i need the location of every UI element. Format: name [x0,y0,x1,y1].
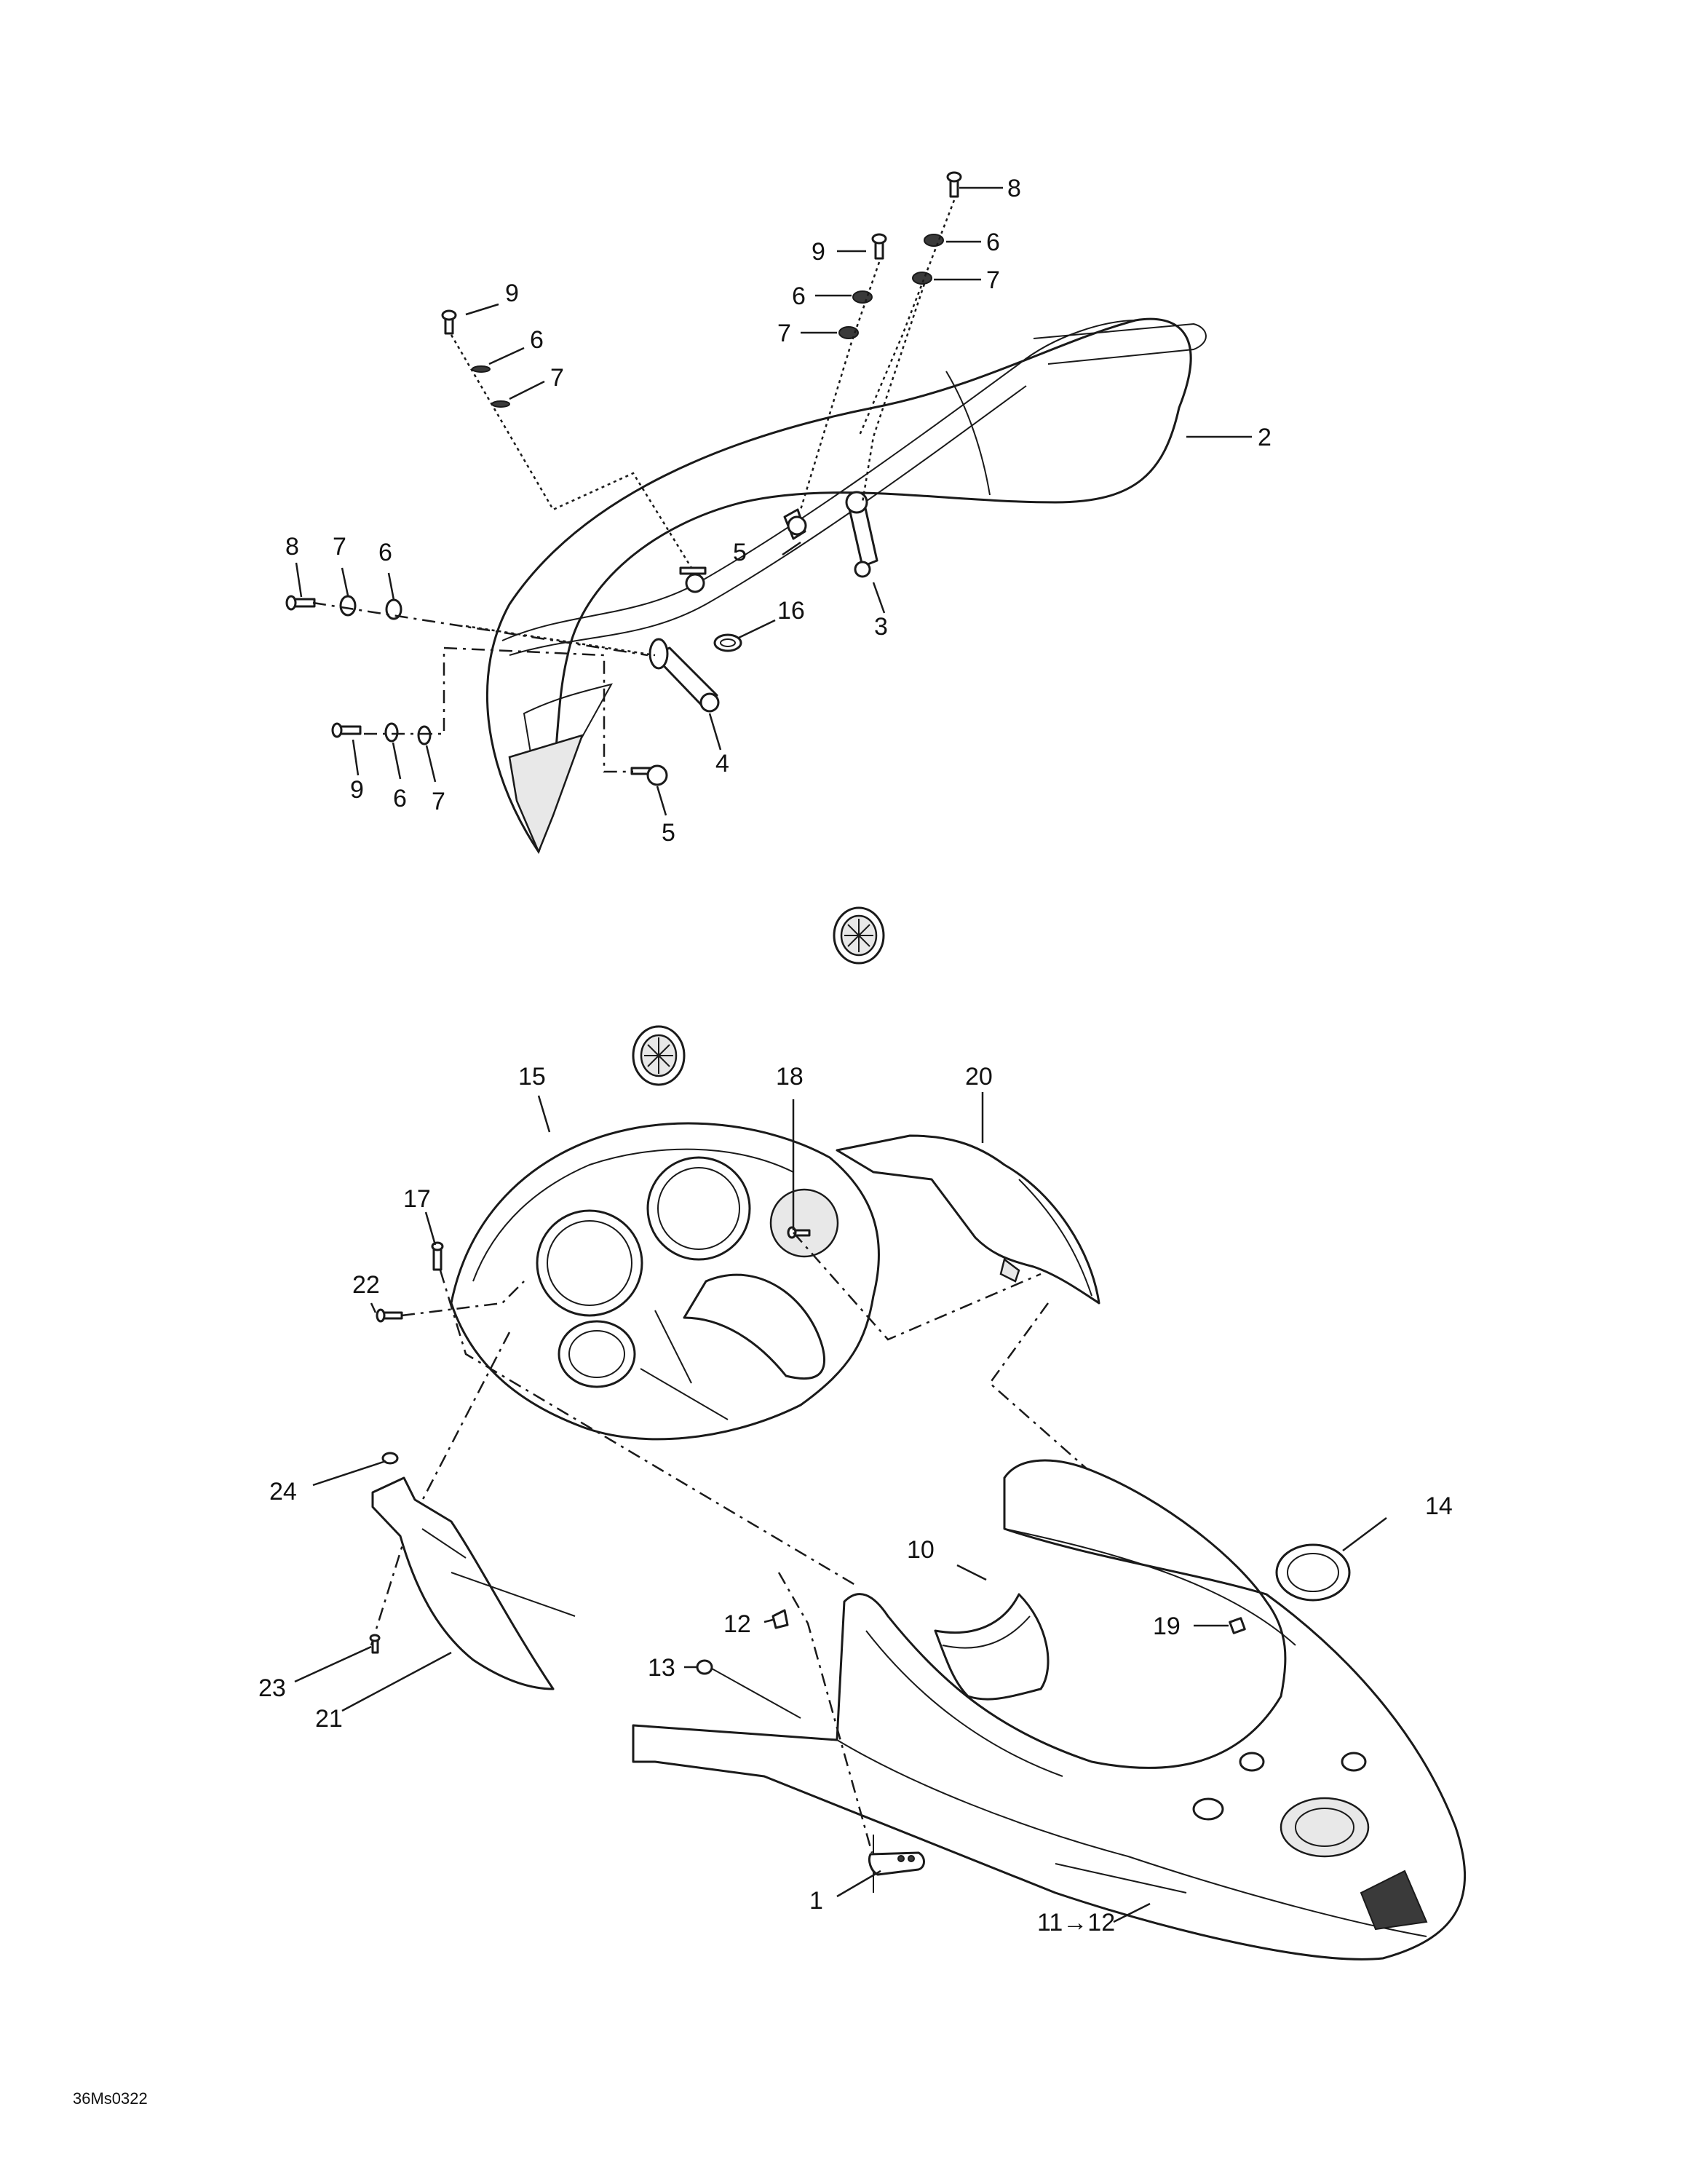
callout-5-upper: 5 [733,539,747,566]
washer-part-7-top [912,272,932,285]
screw-part-9-left [441,309,457,335]
instrument-panel-part-15 [450,1122,880,1441]
gauge-plug-above-15 [632,1025,686,1086]
callout-9-left: 9 [505,280,519,307]
washer-part-6-mid [852,290,873,304]
callout-6-low: 6 [393,785,407,812]
figure-reference: 36Ms0322 [73,2089,148,2108]
grommet-part-16 [713,633,742,652]
screw-part-22 [376,1308,403,1323]
screw-part-23 [369,1634,381,1654]
screw-part-17 [431,1241,444,1271]
callout-7-low: 7 [432,788,445,815]
body-part-11 [632,1459,1466,1961]
bracket-part-3 [845,491,878,578]
washer-part-6-top [924,234,944,247]
callout-24: 24 [269,1478,297,1506]
callout-7-left: 7 [550,364,564,392]
screw-part-13 [696,1659,801,1719]
callout-14: 14 [1425,1492,1453,1520]
insert-part-10 [934,1593,1050,1701]
callout-7-mid: 7 [777,320,791,347]
callout-7-side: 7 [333,533,346,561]
callout-18: 18 [776,1063,804,1091]
callout-1: 1 [809,1887,823,1915]
bracket-part-1 [868,1851,925,1876]
callout-21: 21 [315,1705,343,1733]
callout-23: 23 [258,1674,286,1702]
callout-9-low: 9 [350,776,364,804]
bracket-part-4 [648,638,720,713]
callout-4: 4 [715,750,729,778]
screw-part-8-top [946,171,962,198]
callout-22: 22 [352,1271,380,1299]
washer-part-7-side [339,595,357,617]
nut-part-12 [771,1609,789,1629]
callout-16: 16 [777,597,805,625]
callout-9-mid: 9 [812,238,825,266]
callout-5-lower: 5 [662,819,675,847]
callout-3: 3 [874,613,888,641]
side-trim-part-20 [836,1134,1100,1305]
washer-part-7-mid [838,326,859,339]
callout-7-top: 7 [986,266,1000,294]
washer-part-7-left [491,400,510,408]
clip-part-19 [1229,1617,1246,1634]
callout-6-mid: 6 [792,282,806,310]
callout-19: 19 [1153,1613,1181,1640]
seal-ring-part-14 [1275,1543,1351,1602]
gauge-plug-standalone [833,906,885,965]
callout-20: 20 [965,1063,993,1091]
screw-part-9-mid [871,233,887,260]
washer-part-7-low [417,725,432,745]
hood-cover-part-2 [485,317,1207,855]
clip-part-5-upper [783,508,807,540]
callout-17: 17 [403,1185,431,1213]
callout-13: 13 [648,1654,675,1682]
callout-leaders [294,186,1387,1923]
clip-part-5-lower [630,764,668,786]
washer-part-6-low [384,722,399,743]
clip-part-5-mid [679,566,707,593]
screw-part-9-low [331,722,362,738]
screw-part-8-side [285,595,316,611]
callout-10: 10 [907,1536,935,1564]
callout-8-top: 8 [1007,175,1021,202]
washer-part-6-left [472,365,491,373]
washer-part-24 [381,1452,399,1465]
callout-12: 12 [723,1610,751,1638]
callout-6-side: 6 [378,539,392,566]
callout-6-top: 6 [986,229,1000,256]
callout-11-12: 11→12 [1037,1909,1115,1936]
callout-6-left: 6 [530,326,544,354]
side-panel-part-21 [371,1476,576,1690]
callout-15: 15 [518,1063,546,1091]
callout-2: 2 [1258,424,1272,451]
callout-labels: 8 6 7 9 6 7 9 6 7 2 8 7 6 5 16 3 4 9 6 7… [258,175,1453,1936]
callout-8-side: 8 [285,533,299,561]
